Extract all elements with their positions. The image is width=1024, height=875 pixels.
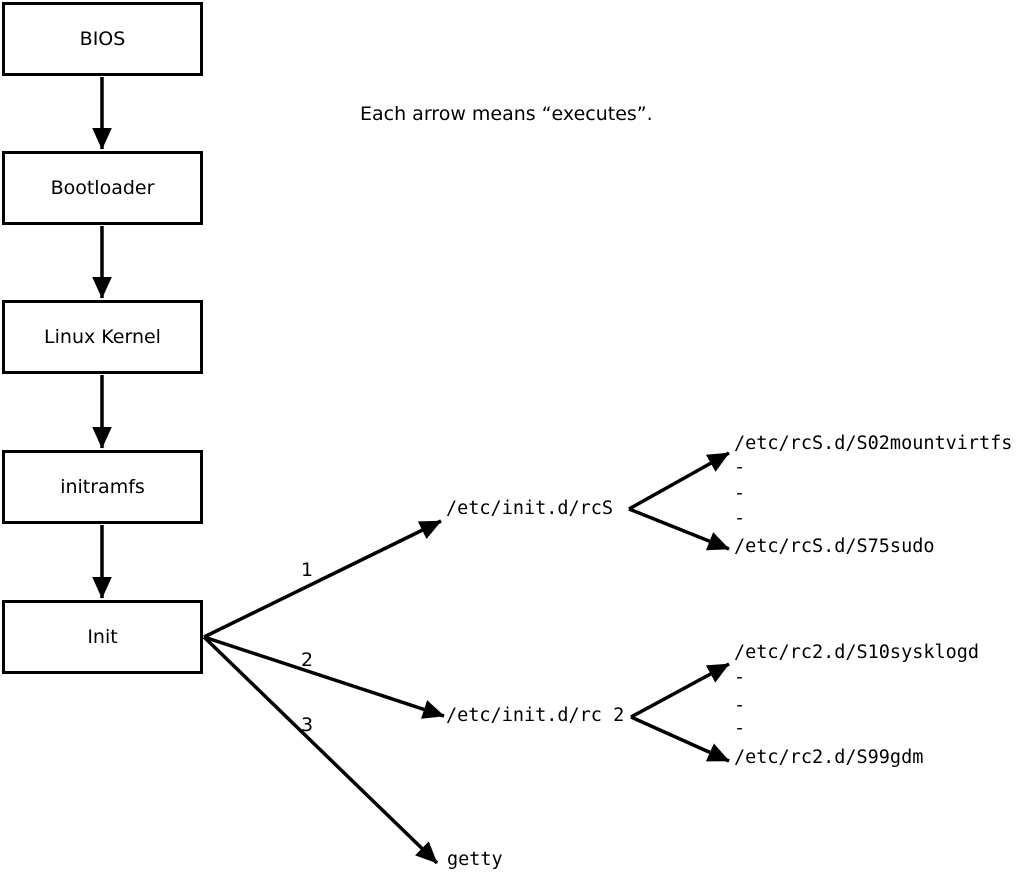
rc2-script-first: /etc/rc2.d/S10sysklogd — [734, 642, 980, 663]
rcs-ellipsis-dash: - — [734, 508, 746, 529]
rc2-ellipsis-dash: - — [734, 718, 746, 739]
branch-target-rcs: /etc/init.d/rcS — [446, 498, 614, 519]
rc2-script-last: /etc/rc2.d/S99gdm — [734, 747, 924, 768]
arrow-rcs-to-s75 — [628, 507, 730, 551]
rcs-ellipsis-dash: - — [734, 457, 746, 478]
rcs-ellipsis-dash: - — [734, 483, 746, 504]
arrow-init-to-getty — [202, 635, 439, 865]
node-linux-kernel: Linux Kernel — [2, 300, 203, 374]
note-text: Each arrow means “executes”. — [360, 103, 653, 125]
arrow-rcs-to-s02 — [628, 451, 730, 511]
arrow-init-to-rc2 — [203, 635, 445, 719]
branch-target-rc2: /etc/init.d/rc 2 — [446, 705, 625, 726]
branch-number-1: 1 — [301, 559, 314, 581]
node-bios-label: BIOS — [79, 27, 126, 50]
node-init-label: Init — [87, 625, 118, 648]
branch-number-3: 3 — [301, 714, 314, 736]
node-bootloader-label: Bootloader — [50, 176, 155, 199]
rcs-script-last: /etc/rcS.d/S75sudo — [734, 536, 935, 557]
arrow-init-to-rcs — [203, 519, 442, 639]
node-bootloader: Bootloader — [2, 151, 203, 225]
node-init: Init — [2, 600, 203, 674]
node-initramfs: initramfs — [2, 450, 203, 524]
branch-number-2: 2 — [301, 649, 314, 671]
rcs-script-first: /etc/rcS.d/S02mountvirtfs — [734, 433, 1013, 454]
node-initramfs-label: initramfs — [60, 475, 145, 498]
rc2-ellipsis-dash: - — [734, 695, 746, 716]
branch-target-getty: getty — [447, 849, 503, 870]
node-linux-kernel-label: Linux Kernel — [44, 325, 161, 348]
arrow-rc2-to-s99 — [630, 715, 730, 763]
node-bios: BIOS — [2, 2, 203, 76]
rc2-ellipsis-dash: - — [734, 667, 746, 688]
arrow-rc2-to-s10 — [630, 662, 730, 719]
